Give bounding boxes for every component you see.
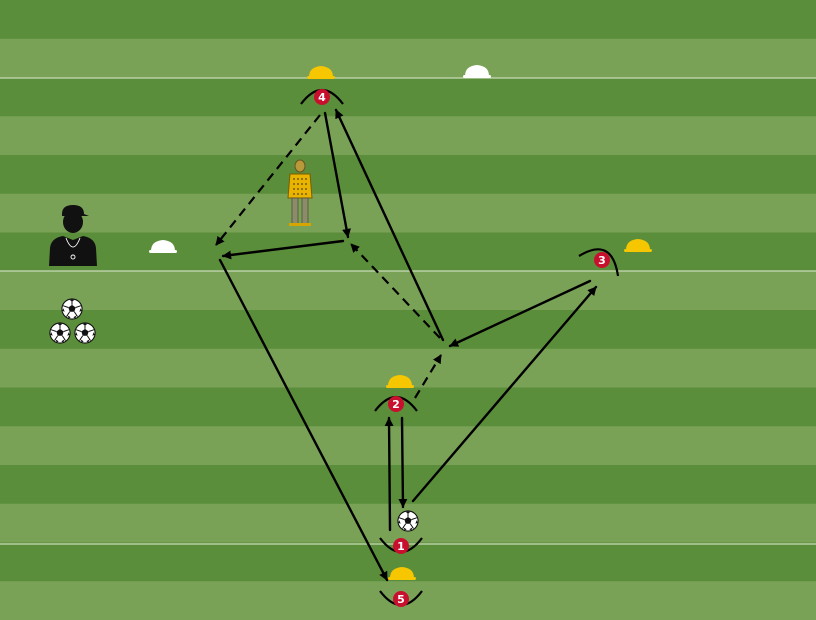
- pass-3-to-centre: [448, 279, 592, 348]
- pitch-stripe: [0, 116, 816, 156]
- pitch-stripe: [0, 0, 816, 40]
- pitch-stripe: [0, 193, 816, 233]
- pitch-stripe: [0, 426, 816, 466]
- pass-4-to-mid: [323, 111, 351, 239]
- pass-1-to-2: [384, 416, 394, 532]
- pass-lines: [218, 108, 598, 582]
- pass-1-to-3: [411, 285, 598, 503]
- player-number: 2: [392, 398, 400, 411]
- player-number: 5: [397, 593, 405, 606]
- run-lines: [215, 114, 442, 399]
- soccer-ball-icon: [397, 510, 419, 532]
- pass-mid-to-left: [221, 239, 345, 260]
- defensive-mannequin-icon: [287, 159, 313, 226]
- run-centre-to-mid: [350, 243, 441, 339]
- player-number: 3: [598, 254, 606, 267]
- run-4-to-left: [215, 114, 321, 246]
- pitch-stripe: [0, 387, 816, 427]
- pitch-stripe: [0, 38, 816, 78]
- pitch-stripe: [0, 155, 816, 195]
- pitch-stripe: [0, 310, 816, 350]
- player-2: 2: [374, 395, 418, 412]
- soccer-ball-icon: [61, 298, 83, 320]
- player-5: 5: [379, 590, 423, 607]
- soccer-ball-icon: [49, 322, 71, 344]
- player-number: 1: [397, 540, 405, 553]
- pitch-stripe: [0, 465, 816, 505]
- player-3: 3: [578, 248, 620, 277]
- run-2-to-centre: [414, 354, 442, 399]
- players: 4 3 2 1 5: [300, 88, 620, 607]
- soccer-ball-icon: [74, 322, 96, 344]
- coach-silhouette-icon: [49, 205, 97, 266]
- pass-2-to-1: [398, 416, 408, 509]
- pass-left-to-5: [218, 258, 389, 582]
- player-4: 4: [300, 88, 344, 105]
- player-number: 4: [318, 91, 326, 104]
- pass-centre-to-4: [334, 108, 445, 342]
- pitch-stripe: [0, 77, 816, 117]
- player-1: 1: [379, 537, 423, 554]
